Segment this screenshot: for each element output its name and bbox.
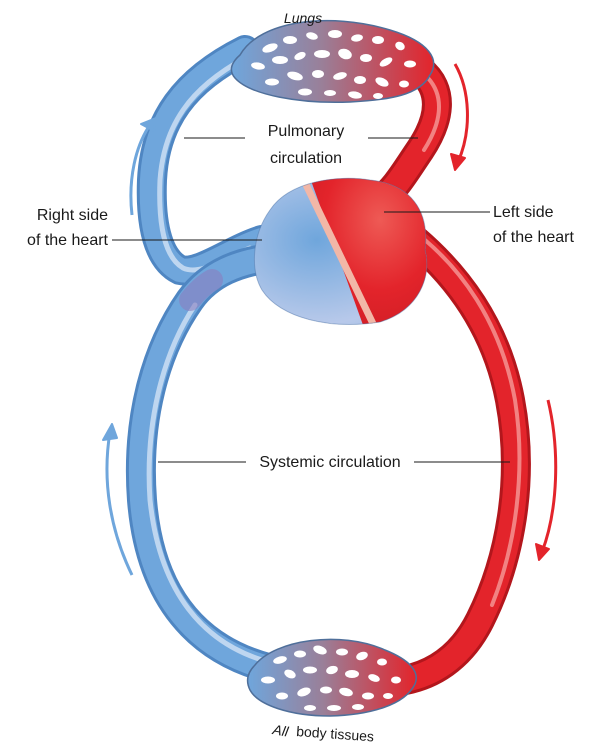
tissue-capillary-bed [248,639,417,716]
left-heart-label-line2: of the heart [493,229,575,246]
pulmonary-flow-arrow [451,64,467,170]
systemic-label: Systemic circulation [259,454,400,471]
left-heart-label-line1: Left side [493,204,554,221]
tissues-label-all: All [270,721,290,740]
systemic-flow-arrow [536,400,556,560]
lungs-label: Lungs [284,10,322,26]
pulmonary-label-line2: circulation [270,150,342,167]
right-heart-label-line1: Right side [37,207,108,224]
lungs-capillary-bed [231,21,433,103]
tissues-label-body: body tissues [296,723,375,743]
systemic-artery [405,240,519,680]
right-heart-label-line2: of the heart [27,232,109,249]
systemic-vein [141,258,270,668]
pulmonary-label-line1: Pulmonary [268,123,344,140]
